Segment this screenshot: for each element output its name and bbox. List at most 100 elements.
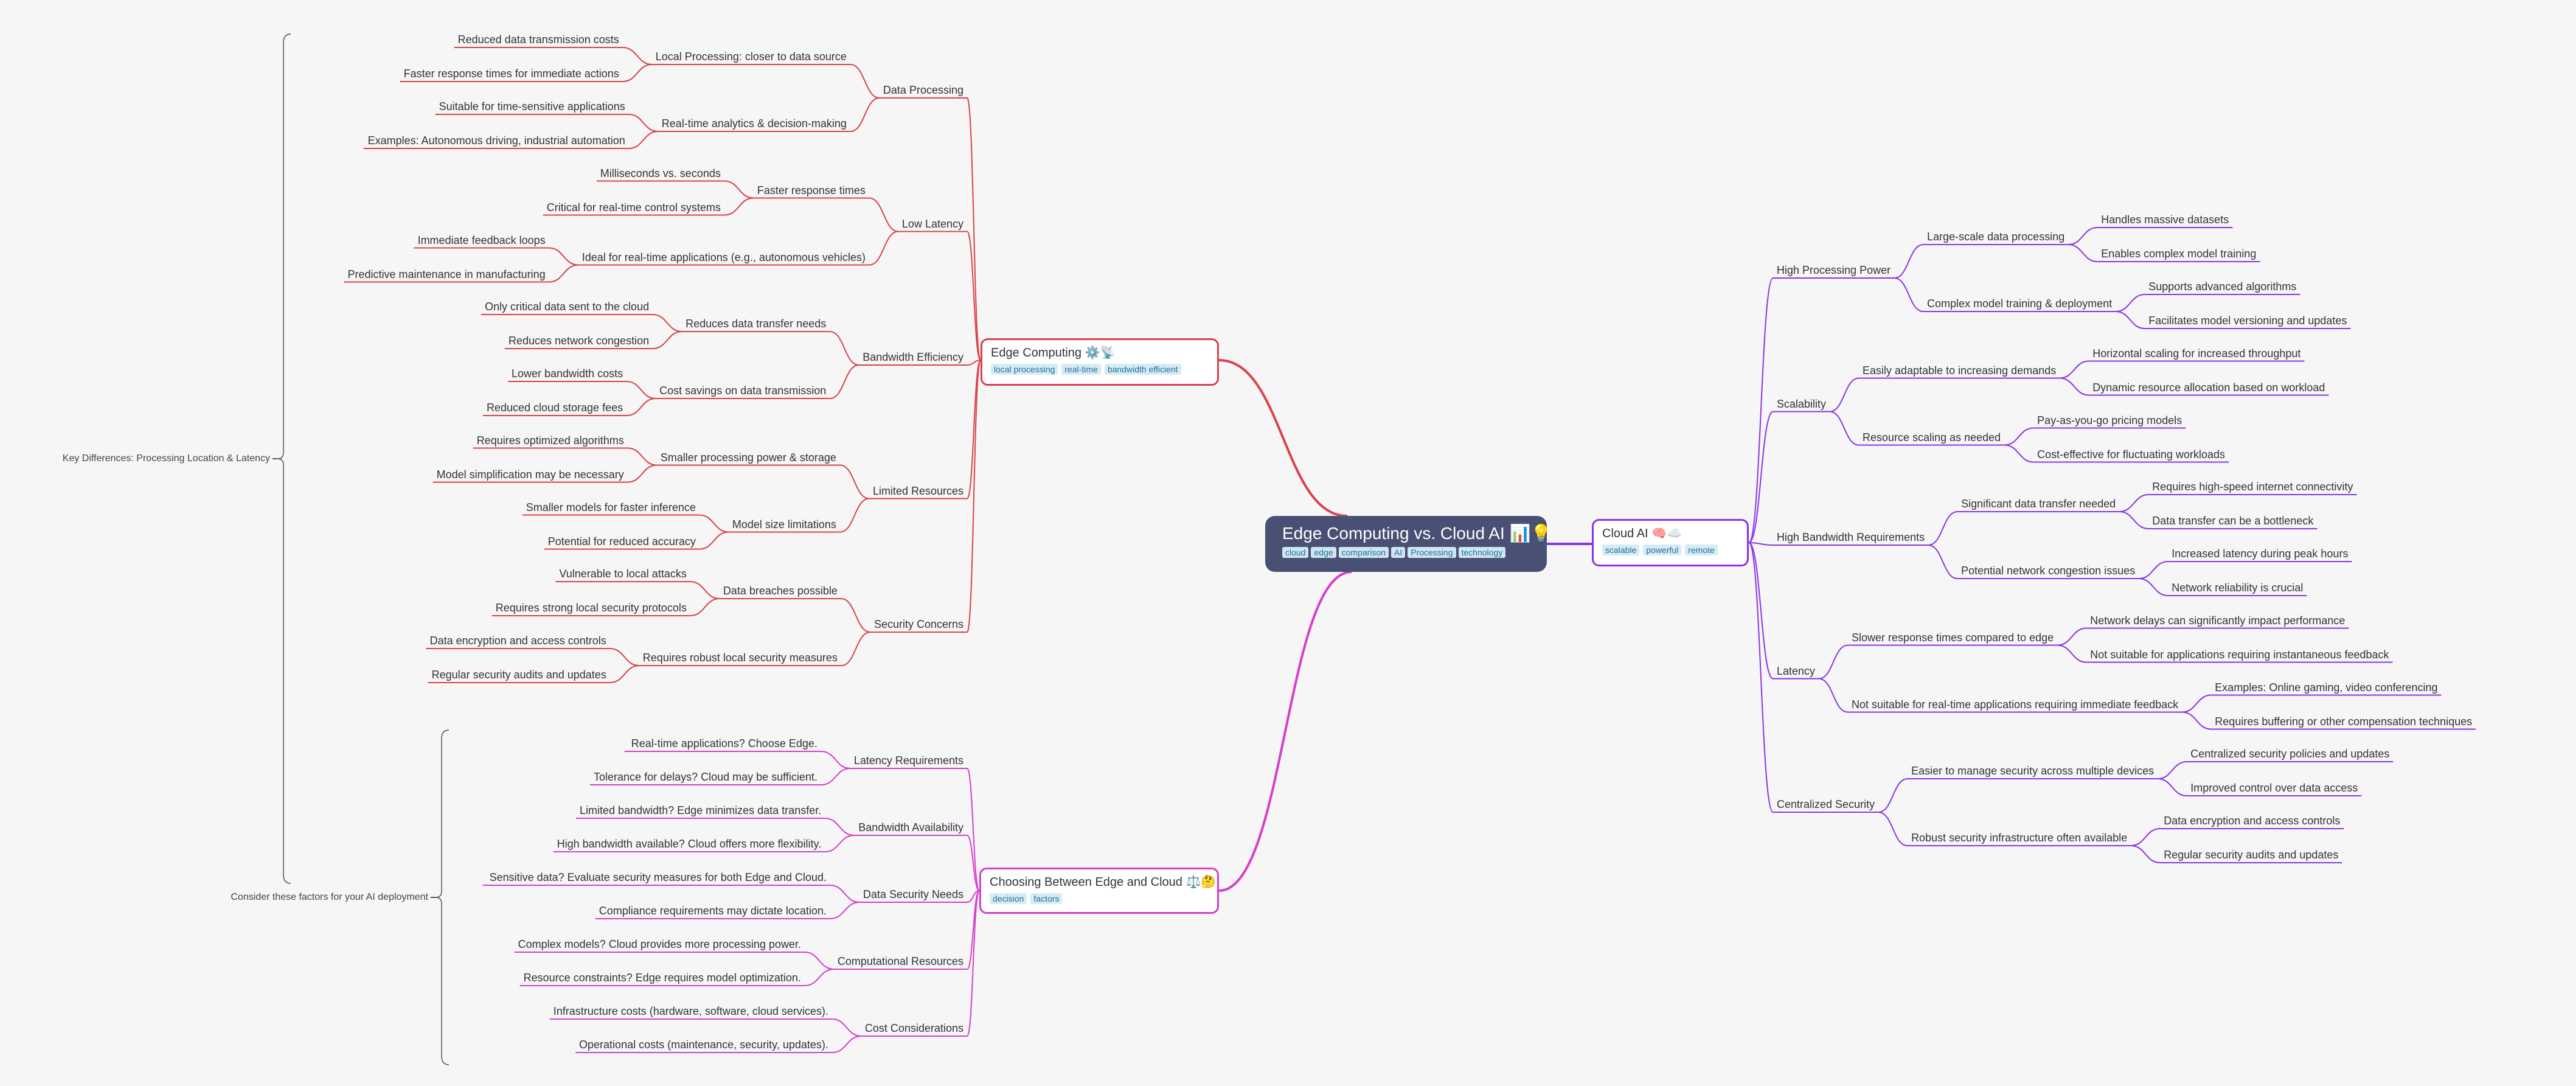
subtopic[interactable]: Complex model training & deployment xyxy=(1927,298,2113,310)
leaf-topic[interactable]: Handles massive datasets xyxy=(2101,214,2229,226)
topic-tag[interactable]: powerful xyxy=(1643,545,1682,555)
cloud-group-topic[interactable]: High Processing Power xyxy=(1777,264,1891,276)
leaf-topic[interactable]: Data encryption and access controls xyxy=(2164,815,2341,827)
topic-tag[interactable]: technology xyxy=(1458,547,1506,558)
edge-group-topic[interactable]: Data Processing xyxy=(883,84,963,96)
subtopic[interactable]: Data breaches possible xyxy=(723,585,838,597)
leaf-topic[interactable]: Only critical data sent to the cloud xyxy=(484,301,650,313)
choice-factor-topic[interactable]: Bandwidth Availability xyxy=(858,821,963,834)
leaf-topic[interactable]: Examples: Autonomous driving, industrial… xyxy=(367,134,625,147)
leaf-topic[interactable]: Immediate feedback loops xyxy=(417,234,546,246)
leaf-topic[interactable]: Limited bandwidth? Edge minimizes data t… xyxy=(580,804,822,816)
leaf-topic[interactable]: Operational costs (maintenance, security… xyxy=(579,1039,828,1051)
subtopic[interactable]: Slower response times compared to edge xyxy=(1852,631,2054,644)
subtopic[interactable]: Potential network congestion issues xyxy=(1961,565,2136,577)
topic-tag[interactable]: local processing xyxy=(991,364,1058,375)
subtopic[interactable]: Not suitable for real-time applications … xyxy=(1852,698,2179,711)
leaf-topic[interactable]: Suitable for time-sensitive applications xyxy=(439,100,625,113)
leaf-topic[interactable]: Reduced cloud storage fees xyxy=(486,402,623,414)
leaf-topic[interactable]: Compliance requirements may dictate loca… xyxy=(599,905,827,917)
leaf-topic[interactable]: Reduces network congestion xyxy=(508,335,650,347)
subtopic[interactable]: Model size limitations xyxy=(732,518,836,531)
leaf-topic[interactable]: Potential for reduced accuracy xyxy=(547,535,696,548)
topic-tag[interactable]: decision xyxy=(990,893,1027,904)
subtopic[interactable]: Robust security infrastructure often ava… xyxy=(1911,832,2128,844)
leaf-topic[interactable]: Data encryption and access controls xyxy=(429,635,606,647)
topic-tag[interactable]: remote xyxy=(1685,545,1718,555)
leaf-topic[interactable]: Infrastructure costs (hardware, software… xyxy=(553,1005,828,1017)
topic-tag[interactable]: factors xyxy=(1030,893,1063,904)
leaf-topic[interactable]: Smaller models for faster inference xyxy=(526,501,696,513)
leaf-topic[interactable]: Milliseconds vs. seconds xyxy=(600,167,721,179)
leaf-topic[interactable]: Supports advanced algorithms xyxy=(2148,280,2297,293)
leaf-topic[interactable]: Requires optimized algorithms xyxy=(476,434,624,447)
leaf-topic[interactable]: Resource constraints? Edge requires mode… xyxy=(523,972,801,984)
choice-factor-topic[interactable]: Data Security Needs xyxy=(863,888,963,900)
leaf-topic[interactable]: Real-time applications? Choose Edge. xyxy=(631,737,818,750)
choice-factor-topic[interactable]: Computational Resources xyxy=(837,955,963,967)
cloud-group-topic[interactable]: High Bandwidth Requirements xyxy=(1777,531,1925,543)
topic-tag[interactable]: scalable xyxy=(1602,545,1640,555)
leaf-topic[interactable]: Sensitive data? Evaluate security measur… xyxy=(489,871,827,883)
leaf-topic[interactable]: Regular security audits and updates xyxy=(2164,849,2339,861)
topic-tag[interactable]: comparison xyxy=(1338,547,1389,558)
topic-tag[interactable]: bandwidth efficient xyxy=(1104,364,1181,375)
leaf-topic[interactable]: Centralized security policies and update… xyxy=(2190,748,2390,760)
edge-summary[interactable]: Key Differences: Processing Location & L… xyxy=(62,453,270,464)
topic-tag[interactable]: real-time xyxy=(1061,364,1101,375)
leaf-topic[interactable]: Faster response times for immediate acti… xyxy=(403,68,619,80)
subtopic[interactable]: Real-time analytics & decision-making xyxy=(661,117,847,130)
leaf-topic[interactable]: Cost-effective for fluctuating workloads xyxy=(2037,448,2225,461)
edge-group-topic[interactable]: Bandwidth Efficiency xyxy=(863,351,963,363)
leaf-topic[interactable]: Horizontal scaling for increased through… xyxy=(2092,347,2301,360)
leaf-topic[interactable]: High bandwidth available? Cloud offers m… xyxy=(557,838,822,850)
cloud-group-topic[interactable]: Centralized Security xyxy=(1777,798,1875,810)
topic-tag[interactable]: Processing xyxy=(1408,547,1456,558)
leaf-topic[interactable]: Critical for real-time control systems xyxy=(546,201,721,214)
edge-group-topic[interactable]: Limited Resources xyxy=(872,484,963,497)
leaf-topic[interactable]: Not suitable for applications requiring … xyxy=(2090,648,2389,661)
leaf-topic[interactable]: Dynamic resource allocation based on wor… xyxy=(2092,381,2325,394)
leaf-topic[interactable]: Vulnerable to local attacks xyxy=(559,568,687,580)
subtopic[interactable]: Large-scale data processing xyxy=(1927,231,2065,243)
leaf-topic[interactable]: Enables complex model training xyxy=(2101,248,2257,260)
subtopic[interactable]: Smaller processing power & storage xyxy=(660,451,836,464)
subtopic[interactable]: Cost savings on data transmission xyxy=(659,385,827,397)
edge-group-topic[interactable]: Security Concerns xyxy=(873,618,963,630)
subtopic[interactable]: Ideal for real-time applications (e.g., … xyxy=(582,251,866,263)
subtopic[interactable]: Local Processing: closer to data source xyxy=(655,50,847,63)
leaf-topic[interactable]: Improved control over data access xyxy=(2190,782,2358,794)
choice-factor-topic[interactable]: Latency Requirements xyxy=(853,754,963,767)
subtopic[interactable]: Reduces data transfer needs xyxy=(686,318,827,330)
choice-summary[interactable]: Consider these factors for your AI deplo… xyxy=(231,892,428,902)
leaf-topic[interactable]: Predictive maintenance in manufacturing xyxy=(347,268,546,280)
leaf-topic[interactable]: Pay-as-you-go pricing models xyxy=(2037,414,2182,426)
leaf-topic[interactable]: Requires high-speed internet connectivit… xyxy=(2152,481,2353,493)
topic-tag[interactable]: cloud xyxy=(1282,547,1309,558)
leaf-topic[interactable]: Examples: Online gaming, video conferenc… xyxy=(2215,681,2438,694)
subtopic[interactable]: Easily adaptable to increasing demands xyxy=(1863,364,2057,377)
leaf-topic[interactable]: Lower bandwidth costs xyxy=(511,367,623,380)
leaf-topic[interactable]: Requires strong local security protocols xyxy=(495,602,687,614)
leaf-topic[interactable]: Complex models? Cloud provides more proc… xyxy=(518,938,801,950)
leaf-topic[interactable]: Model simplification may be necessary xyxy=(436,468,624,481)
cloud-group-topic[interactable]: Scalability xyxy=(1777,397,1827,410)
choosing-node[interactable]: Choosing Between Edge and Cloud ⚖️🤔decis… xyxy=(979,868,1219,914)
leaf-topic[interactable]: Network reliability is crucial xyxy=(2172,582,2303,594)
leaf-topic[interactable]: Regular security audits and updates xyxy=(431,669,606,681)
topic-tag[interactable]: AI xyxy=(1391,547,1406,558)
subtopic[interactable]: Faster response times xyxy=(757,184,866,197)
leaf-topic[interactable]: Facilitates model versioning and updates xyxy=(2148,315,2347,327)
leaf-topic[interactable]: Data transfer can be a bottleneck xyxy=(2152,515,2314,527)
leaf-topic[interactable]: Reduced data transmission costs xyxy=(457,33,619,46)
subtopic[interactable]: Easier to manage security across multipl… xyxy=(1911,765,2154,777)
subtopic[interactable]: Requires robust local security measures xyxy=(642,652,838,664)
cloud-group-topic[interactable]: Latency xyxy=(1777,664,1816,677)
edge-group-topic[interactable]: Low Latency xyxy=(901,217,963,230)
leaf-topic[interactable]: Increased latency during peak hours xyxy=(2172,548,2349,560)
subtopic[interactable]: Significant data transfer needed xyxy=(1961,498,2116,510)
leaf-topic[interactable]: Requires buffering or other compensation… xyxy=(2215,715,2473,728)
